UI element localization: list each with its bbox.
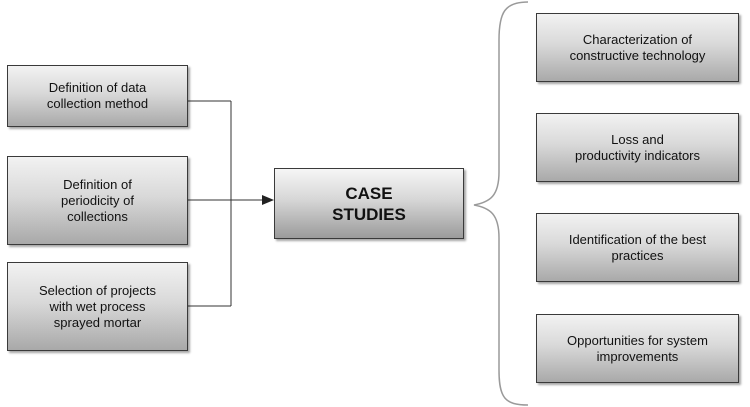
curly-brace-icon <box>473 1 529 406</box>
output-box-characterization: Characterization of constructive technol… <box>536 13 739 82</box>
output-box-system-improvements: Opportunities for system improvements <box>536 314 739 383</box>
output-box-label: Opportunities for system improvements <box>567 332 708 364</box>
input-box-label: Selection of projects with wet process s… <box>38 282 157 330</box>
output-box-label: Characterization of constructive technol… <box>569 31 706 63</box>
arrow-head-icon <box>262 195 274 205</box>
input-box-label: Definition of data collection method <box>46 80 149 111</box>
input-box-periodicity: Definition of periodicity of collections <box>7 156 188 245</box>
output-box-best-practices: Identification of the best practices <box>536 213 739 282</box>
input-box-data-collection: Definition of data collection method <box>7 65 188 127</box>
input-box-label: Definition of periodicity of collections <box>61 176 134 224</box>
input-box-project-selection: Selection of projects with wet process s… <box>7 262 188 351</box>
output-box-loss-productivity: Loss and productivity indicators <box>536 113 739 182</box>
output-box-label: Identification of the best practices <box>568 231 707 263</box>
case-studies-box: CASE STUDIES <box>274 168 464 239</box>
case-studies-label: CASE STUDIES <box>332 183 406 224</box>
output-box-label: Loss and productivity indicators <box>575 131 700 163</box>
